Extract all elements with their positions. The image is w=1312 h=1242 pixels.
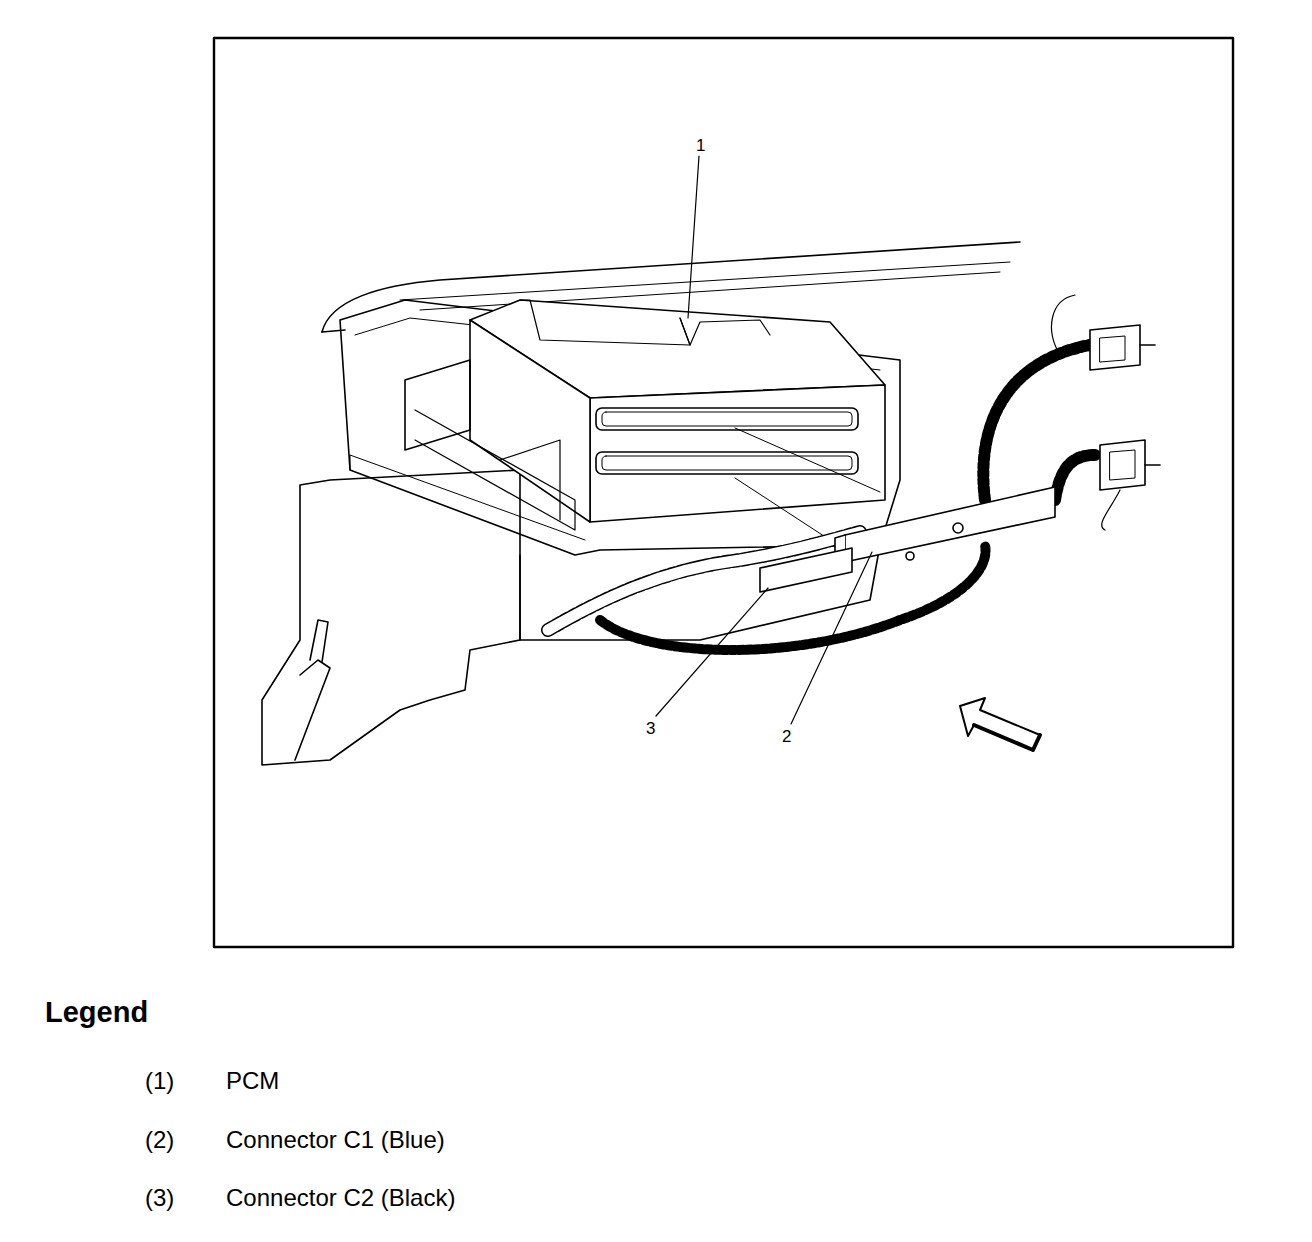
guide-line bbox=[735, 428, 880, 492]
tray-base bbox=[520, 545, 880, 640]
legend-number: (2) bbox=[145, 1128, 174, 1152]
tie-strap bbox=[1102, 490, 1120, 530]
legend-number: (1) bbox=[145, 1069, 174, 1093]
leader-line bbox=[656, 588, 768, 716]
callout-number: 1 bbox=[694, 136, 707, 155]
callout-number: 2 bbox=[780, 727, 793, 746]
connector-stud bbox=[1145, 464, 1160, 466]
legend-number: (3) bbox=[145, 1186, 174, 1210]
pillar-rod bbox=[310, 620, 328, 662]
leader-line bbox=[688, 156, 699, 318]
legend-text: Connector C1 (Blue) bbox=[226, 1128, 445, 1152]
pcm-slot bbox=[596, 408, 858, 430]
body-panel bbox=[262, 470, 520, 765]
pcm-tray bbox=[340, 300, 900, 555]
inline-connector bbox=[1090, 325, 1140, 370]
legend-heading: Legend bbox=[45, 998, 148, 1027]
view-arrow bbox=[974, 725, 1040, 750]
connector-stud bbox=[1140, 344, 1155, 346]
view-arrow bbox=[960, 698, 1040, 750]
pillar-rod bbox=[295, 660, 330, 760]
connector-bolt bbox=[953, 523, 963, 533]
connector-c2 bbox=[760, 548, 852, 592]
guide-line bbox=[735, 478, 830, 540]
pcm-slot bbox=[602, 412, 852, 426]
bracket bbox=[500, 440, 560, 520]
inline-connector bbox=[1100, 440, 1145, 490]
wiring-harness bbox=[548, 532, 860, 630]
legend-text: Connector C2 (Black) bbox=[226, 1186, 455, 1210]
wiring-harness bbox=[983, 345, 1090, 500]
connector-c1 bbox=[845, 487, 1055, 562]
pcm-fins bbox=[520, 300, 690, 345]
wiring-harness bbox=[1055, 455, 1095, 500]
pcm-fins bbox=[680, 318, 770, 345]
connector-bolt bbox=[906, 552, 914, 560]
pcm-front bbox=[590, 385, 885, 522]
pcm-side bbox=[470, 320, 590, 522]
leader-line bbox=[791, 552, 872, 724]
pcm-slot bbox=[596, 452, 858, 474]
figure-frame bbox=[214, 38, 1233, 947]
wiring-harness bbox=[548, 532, 860, 630]
callout-number: 3 bbox=[644, 719, 657, 738]
dash-line bbox=[420, 272, 1000, 310]
inline-connector bbox=[1100, 336, 1125, 362]
bracket bbox=[405, 360, 470, 450]
legend-text: PCM bbox=[226, 1069, 279, 1093]
tie-strap bbox=[1052, 295, 1075, 355]
inline-connector bbox=[1110, 450, 1135, 480]
wiring-harness bbox=[600, 545, 986, 650]
dash-line bbox=[400, 262, 1010, 300]
bracket bbox=[415, 410, 575, 530]
